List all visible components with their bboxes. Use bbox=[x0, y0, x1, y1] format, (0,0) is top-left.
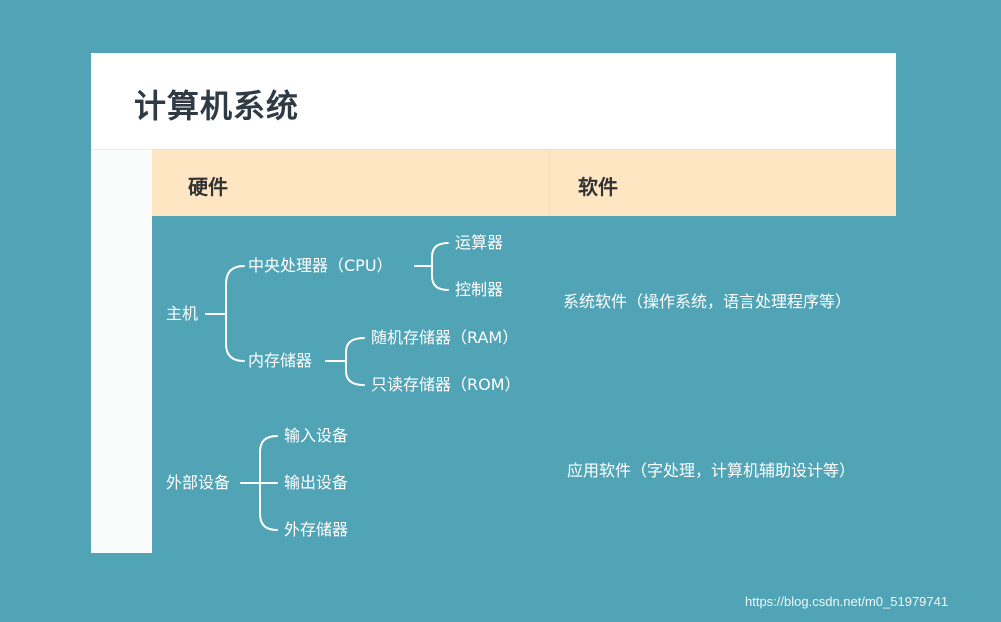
page-title: 计算机系统 bbox=[134, 87, 300, 125]
node-peripherals: 外部设备 bbox=[166, 473, 231, 492]
title-bar: 计算机系统 bbox=[91, 53, 896, 149]
node-ram: 随机存储器（RAM） bbox=[371, 328, 519, 347]
node-cpu: 中央处理器（CPU） bbox=[248, 256, 393, 275]
node-output-devices: 输出设备 bbox=[284, 473, 349, 492]
node-application-software: 应用软件（字处理，计算机辅助设计等） bbox=[567, 461, 856, 480]
node-control-unit: 控制器 bbox=[455, 280, 504, 299]
header-divider bbox=[549, 150, 550, 216]
node-alu: 运算器 bbox=[455, 233, 504, 252]
node-rom: 只读存储器（ROM） bbox=[371, 375, 521, 394]
left-margin-column bbox=[91, 149, 152, 553]
node-system-software: 系统软件（操作系统，语言处理程序等） bbox=[563, 292, 852, 311]
node-external-storage: 外存储器 bbox=[284, 520, 349, 539]
node-host: 主机 bbox=[166, 304, 199, 323]
node-main-memory: 内存储器 bbox=[248, 351, 313, 370]
column-header-row: 硬件 软件 bbox=[152, 149, 896, 216]
hardware-column-header: 硬件 bbox=[188, 175, 228, 199]
node-input-devices: 输入设备 bbox=[284, 426, 349, 445]
watermark-url: https://blog.csdn.net/m0_51979741 bbox=[745, 594, 949, 609]
software-column-header: 软件 bbox=[578, 175, 618, 199]
